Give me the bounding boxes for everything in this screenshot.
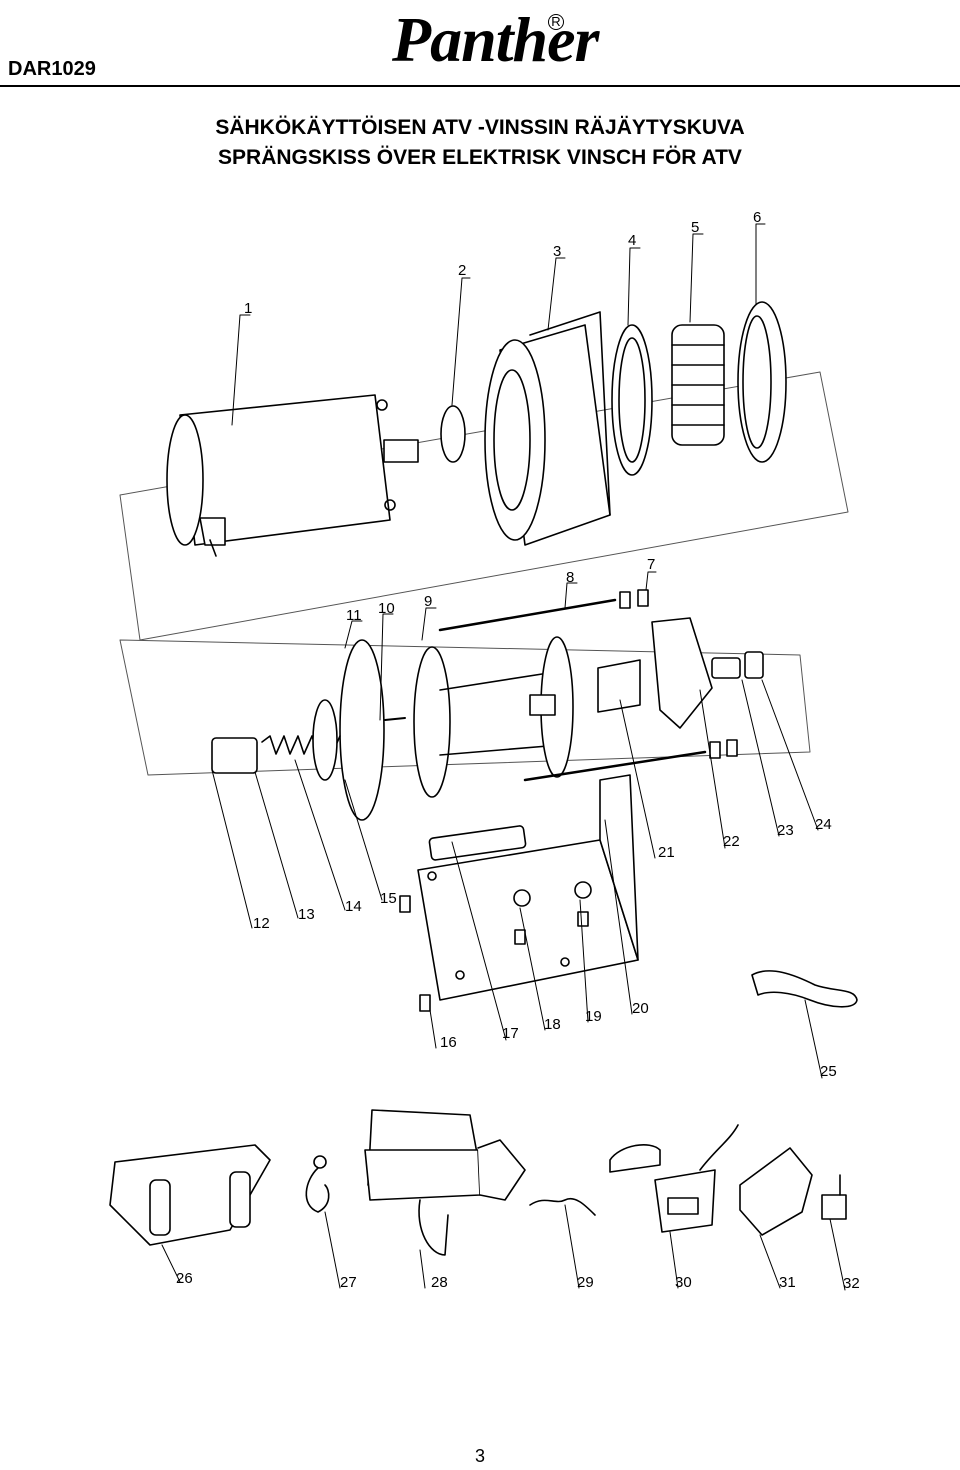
part-label: 20 bbox=[632, 1000, 649, 1017]
part-label: 25 bbox=[820, 1063, 837, 1080]
header-rule bbox=[0, 85, 960, 87]
drum-assembly bbox=[119, 589, 811, 821]
part-label: 23 bbox=[777, 822, 794, 839]
part-label: 8 bbox=[566, 569, 574, 586]
brand-logo: Panther bbox=[392, 4, 599, 75]
part-label: 27 bbox=[340, 1274, 357, 1291]
part-label: 4 bbox=[628, 232, 636, 249]
leader-lines bbox=[161, 223, 846, 1291]
part-label: 22 bbox=[723, 833, 740, 850]
part-label: 13 bbox=[298, 906, 315, 923]
part-label: 31 bbox=[779, 1274, 796, 1291]
title-swedish: SPRÄNGSKISS ÖVER ELEKTRISK VINSCH FÖR AT… bbox=[218, 146, 742, 169]
part-labels: 1 2 3 4 5 6 7 8 9 10 11 12 13 14 15 16 1… bbox=[176, 209, 860, 1292]
part-label: 30 bbox=[675, 1274, 692, 1291]
part-label: 14 bbox=[345, 898, 362, 915]
accessories bbox=[109, 1109, 847, 1256]
product-code: DAR1029 bbox=[8, 58, 96, 80]
part-label: 10 bbox=[378, 600, 395, 617]
motor-assembly bbox=[119, 301, 849, 641]
title-finnish: SÄHKÖKÄYTTÖISEN ATV -VINSSIN RÄJÄYTYSKUV… bbox=[215, 116, 745, 139]
page-header: DAR1029 Panther R bbox=[0, 0, 960, 90]
part-label: 15 bbox=[380, 890, 397, 907]
exploded-view-diagram: 1 2 3 4 5 6 7 8 9 10 11 12 13 14 15 16 1… bbox=[109, 209, 860, 1292]
part-label: 24 bbox=[815, 816, 832, 833]
part-label: 2 bbox=[458, 262, 466, 279]
part-label: 18 bbox=[544, 1016, 561, 1033]
part-label: 1 bbox=[244, 300, 252, 317]
part-label: 19 bbox=[585, 1008, 602, 1025]
part-label: 12 bbox=[253, 915, 270, 932]
mount-frame bbox=[399, 774, 858, 1012]
part-label: 17 bbox=[502, 1025, 519, 1042]
part-label: 6 bbox=[753, 209, 761, 226]
part-label: 21 bbox=[658, 844, 675, 861]
part-label: 3 bbox=[553, 243, 561, 260]
part-label: 28 bbox=[431, 1274, 448, 1291]
registered-mark: R bbox=[548, 14, 564, 30]
part-label: 9 bbox=[424, 593, 432, 610]
part-label: 16 bbox=[440, 1034, 457, 1051]
page-number: 3 bbox=[474, 1446, 485, 1466]
part-label: 7 bbox=[647, 556, 655, 573]
part-label: 11 bbox=[346, 607, 362, 624]
part-label: 5 bbox=[691, 219, 699, 236]
part-label: 32 bbox=[843, 1275, 860, 1292]
part-label: 26 bbox=[176, 1270, 193, 1287]
part-label: 29 bbox=[577, 1274, 594, 1291]
